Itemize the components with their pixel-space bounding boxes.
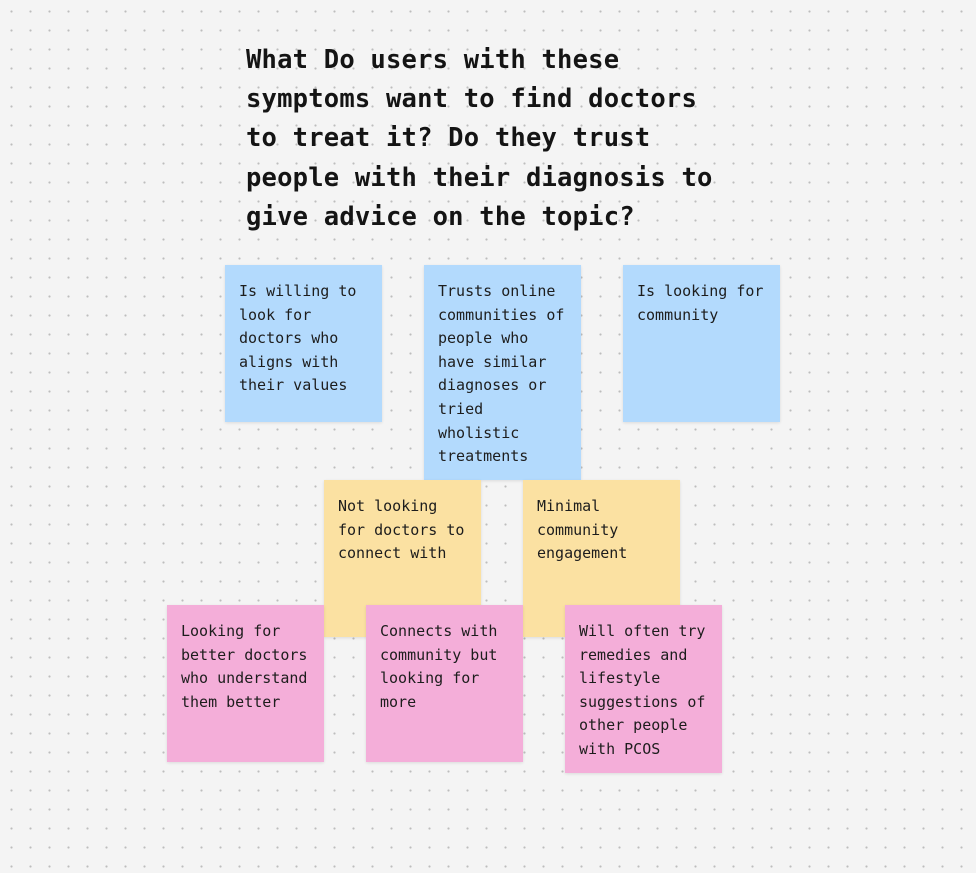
sticky-note-willing-doctors-values[interactable]: Is willing to look for doctors who align… — [225, 265, 382, 422]
sticky-note-trusts-online-communities[interactable]: Trusts online communities of people who … — [424, 265, 581, 480]
sticky-note-text: Connects with community but looking for … — [380, 622, 498, 711]
question-heading[interactable]: What Do users with these symptoms want t… — [246, 45, 713, 232]
sticky-note-looking-for-community[interactable]: Is looking for community — [623, 265, 780, 422]
sticky-note-tries-remedies[interactable]: Will often try remedies and lifestyle su… — [565, 605, 722, 773]
sticky-note-text: Trusts online communities of people who … — [438, 282, 565, 466]
sticky-note-text: Will often try remedies and lifestyle su… — [579, 622, 706, 758]
sticky-note-text: Looking for better doctors who understan… — [181, 622, 308, 711]
sticky-note-better-doctors[interactable]: Looking for better doctors who understan… — [167, 605, 324, 762]
sticky-note-text: Is looking for community — [637, 282, 764, 324]
sticky-note-text: Not looking for doctors to connect with — [338, 497, 465, 563]
sticky-note-text: Is willing to look for doctors who align… — [239, 282, 357, 395]
sticky-note-connects-with-community[interactable]: Connects with community but looking for … — [366, 605, 523, 762]
sticky-note-text: Minimal community engagement — [537, 497, 628, 563]
